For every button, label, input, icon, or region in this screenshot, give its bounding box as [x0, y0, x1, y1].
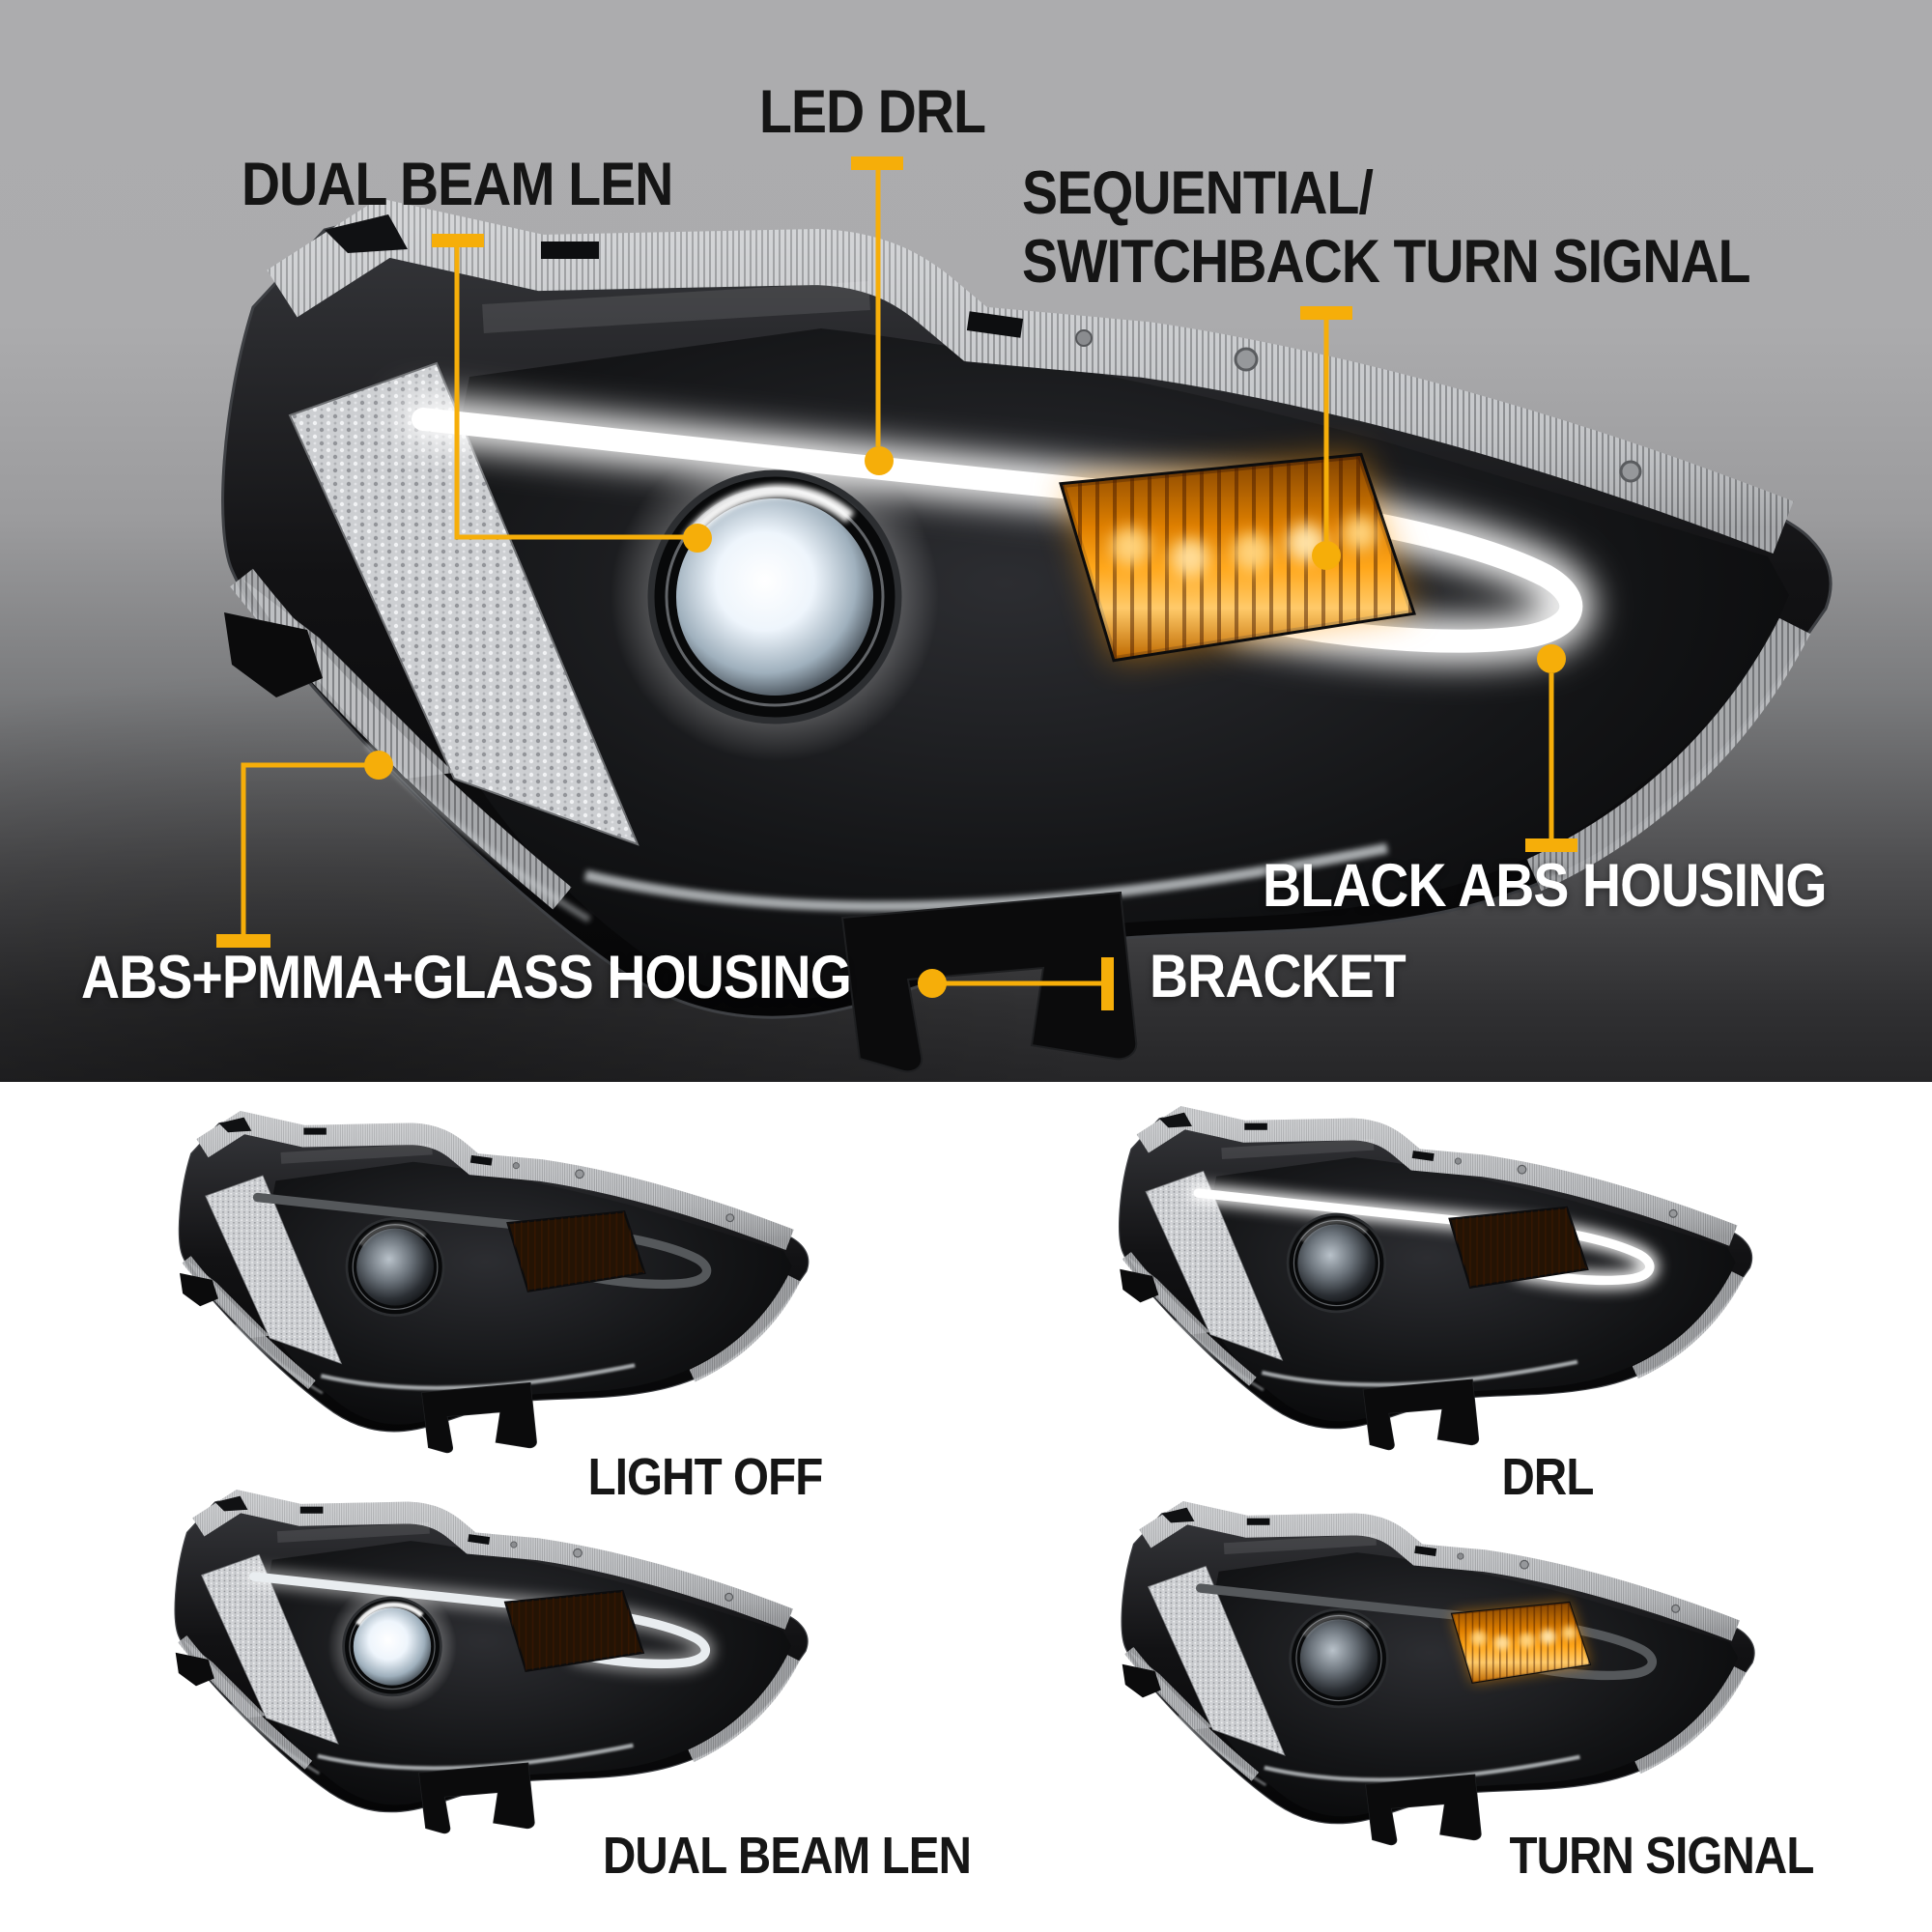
callout-dot [683, 524, 712, 553]
callout-abs-pmma-glass-housing [216, 751, 393, 948]
thumb-turn-signal [1048, 1499, 1826, 1849]
variant-gallery: LIGHT OFF DRL DUAL BEAM LEN TURN SIGNAL [0, 1082, 1932, 1932]
label-black-abs-housing: BLACK ABS HOUSING [1263, 852, 1827, 920]
callout-line [454, 247, 686, 540]
thumb-light-off [111, 1109, 874, 1457]
caption-drl: DRL [1501, 1448, 1594, 1506]
thumb-drl [1048, 1104, 1821, 1454]
callout-dot [1312, 541, 1341, 570]
callout-endcap [1525, 838, 1577, 852]
label-bracket: BRACKET [1150, 943, 1406, 1010]
callout-endcap [1300, 306, 1352, 320]
caption-dual-beam-len: DUAL BEAM LEN [603, 1827, 972, 1885]
callout-endcap [1101, 957, 1114, 1010]
callout-sequential-turn-signal [1300, 306, 1352, 570]
callout-lines [216, 156, 1577, 1010]
callout-line [241, 762, 379, 934]
callout-bracket [918, 957, 1114, 1010]
callout-endcap [851, 156, 903, 170]
callout-dual-beam-len [432, 234, 712, 553]
label-led-drl: LED DRL [759, 78, 986, 146]
caption-turn-signal: TURN SIGNAL [1509, 1827, 1814, 1885]
callout-endcap [216, 934, 270, 948]
callout-dot [865, 446, 894, 475]
thumb-dual-beam-len [101, 1488, 879, 1837]
label-abs-pmma-glass-housing: ABS+PMMA+GLASS HOUSING [81, 944, 852, 1011]
callout-black-abs-housing [1525, 644, 1577, 852]
callout-led-drl [851, 156, 903, 475]
callout-endcap [432, 234, 484, 247]
hero-section: DUAL BEAM LEN LED DRL SEQUENTIAL/ SWITCH… [0, 0, 1932, 1082]
label-dual-beam-len: DUAL BEAM LEN [242, 151, 673, 218]
label-sequential-line1: SEQUENTIAL/ [1022, 159, 1374, 227]
caption-light-off: LIGHT OFF [587, 1448, 824, 1506]
label-sequential-line2: SWITCHBACK TURN SIGNAL [1022, 228, 1751, 296]
callout-dot [1537, 644, 1566, 673]
